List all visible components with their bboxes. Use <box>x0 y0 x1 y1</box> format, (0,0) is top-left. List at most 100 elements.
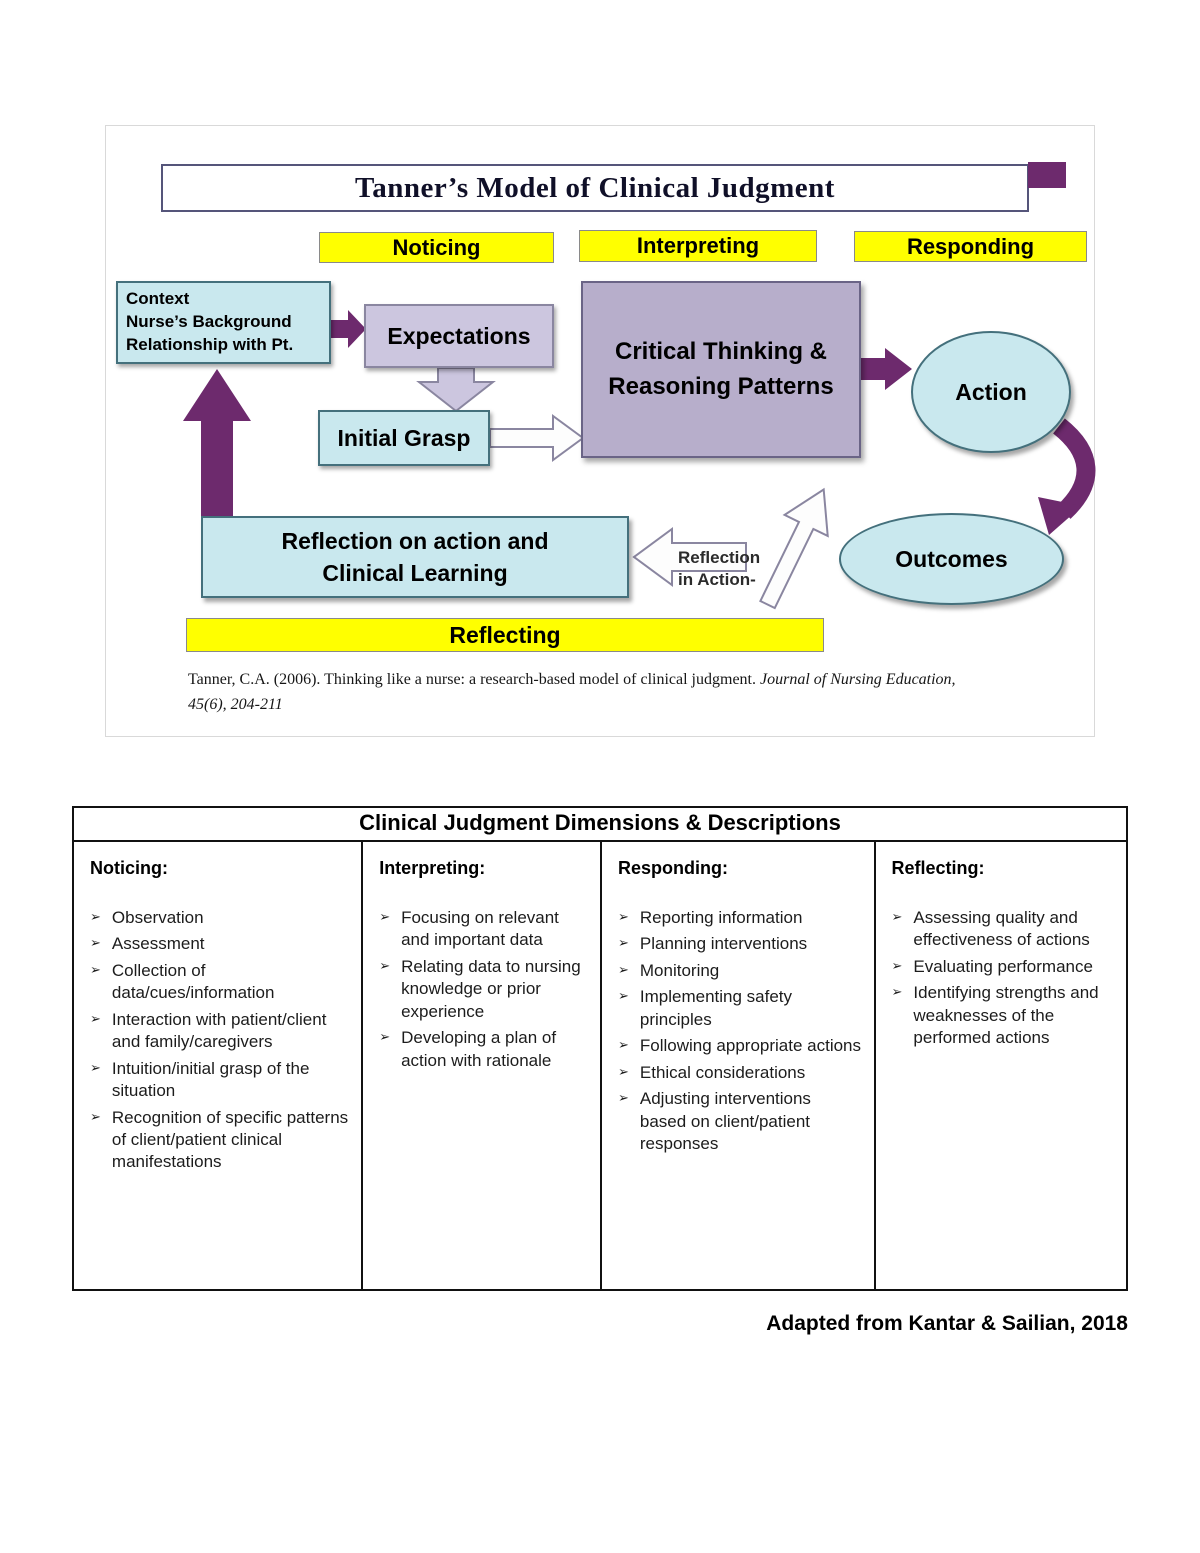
arrow-bullet-icon: ➢ <box>379 910 391 925</box>
arrow-to-reflection-box-icon <box>632 527 747 587</box>
bullet-text: Assessment <box>111 934 205 954</box>
bullet-item: ➢ Implementing safety principles <box>618 986 862 1031</box>
arrow-layer <box>183 310 1096 610</box>
bullet-item: ➢ Ethical considerations <box>618 1062 862 1084</box>
phase-label-interpreting: Interpreting <box>579 230 817 262</box>
column-header-noticing: Noticing: <box>90 858 168 878</box>
context-node: Context Nurse’s Background Relationship … <box>116 281 331 364</box>
bullet-item: ➢ Identifying strengths and weaknesses of… <box>892 982 1114 1049</box>
bullet-text: Collection of data/cues/information <box>111 960 275 1003</box>
bullet-text: Focusing on relevant and important data <box>401 908 559 950</box>
bullet-item: ➢ Focusing on relevant and important data <box>379 907 588 952</box>
bullet-text: Planning interventions <box>639 934 808 954</box>
arrow-bullet-icon: ➢ <box>891 985 903 1001</box>
bullet-text: Recognition of specific patterns of clie… <box>111 1107 349 1172</box>
table-column-reflecting: Reflecting: ➢ Assessing quality and effec… <box>873 842 1126 1289</box>
bullet-item: ➢Adjusting interventions based on client… <box>618 1088 862 1155</box>
arrow-bullet-icon: ➢ <box>90 1060 101 1076</box>
bullet-text: Intuition/initial grasp of the situation <box>111 1058 310 1101</box>
table-column-interpreting: Interpreting: ➢ Focusing on relevant and … <box>361 842 600 1289</box>
critical-thinking-node: Critical Thinking & Reasoning Patterns <box>581 281 861 458</box>
arrow-bullet-icon: ➢ <box>379 1030 391 1046</box>
arrow-bullet-icon: ➢ <box>90 1109 101 1125</box>
column-items-responding: ➢ Reporting information ➢ Planning interven… <box>618 907 862 1155</box>
bullet-text: Developing a plan of action with rationa… <box>401 1028 557 1070</box>
expectations-node: Expectations <box>364 304 554 368</box>
arrow-bullet-icon: ➢ <box>617 1038 629 1054</box>
bullet-text: Monitoring <box>639 960 720 980</box>
bullet-text: Implementing safety principles <box>639 987 793 1029</box>
bullet-item: ➢ Following appropriate actions <box>618 1035 862 1057</box>
arrow-bullet-icon: ➢ <box>891 910 903 925</box>
column-items-interpreting: ➢ Focusing on relevant and important data… <box>379 907 588 1072</box>
arrow-bullet-icon: ➢ <box>90 962 101 978</box>
column-items-noticing: ➢ Observation ➢ Assessment ➢ Collection of da… <box>90 907 349 1174</box>
citation-journal-text: Journal of Nursing Education, 45(6), 204… <box>188 671 956 713</box>
arrow-action-to-outcomes-head-icon <box>1038 497 1082 535</box>
arrow-bullet-icon: ➢ <box>891 958 903 974</box>
figure-citation: Tanner, C.A. (2006). Thinking like a nur… <box>188 668 983 718</box>
arrow-bullet-icon: ➢ <box>90 1011 101 1027</box>
arrow-bullet-icon: ➢ <box>617 989 629 1005</box>
figure-title: Tanner’s Model of Clinical Judgment <box>161 164 1029 212</box>
table-title: Clinical Judgment Dimensions & Descripti… <box>74 808 1126 842</box>
outcomes-node: Outcomes <box>839 513 1064 605</box>
bullet-text: Assessing quality and effectiveness of a… <box>913 908 1090 950</box>
column-header-interpreting: Interpreting: <box>379 858 486 878</box>
bullet-text: Following appropriate actions <box>639 1036 862 1056</box>
bullet-text: Evaluating performance <box>913 956 1093 976</box>
arrow-bullet-icon: ➢ <box>617 936 629 952</box>
bullet-item: ➢ Collection of data/cues/information <box>90 960 349 1005</box>
decorative-square-icon <box>1028 162 1066 188</box>
reflecting-label: Reflecting <box>186 618 824 652</box>
table-column-responding: Responding: ➢ Reporting information ➢ Plann… <box>599 842 874 1289</box>
arrow-action-to-outcomes-icon <box>1052 418 1096 519</box>
table-column-noticing: Noticing: ➢ Observation ➢ Assessment ➢ Collec… <box>74 842 361 1289</box>
arrow-bullet-icon: ➢ <box>617 962 629 978</box>
initial-grasp-node: Initial Grasp <box>318 410 490 466</box>
reflection-on-action-node: Reflection on action and Clinical Learni… <box>201 516 629 598</box>
dimensions-table: Clinical Judgment Dimensions & Descripti… <box>72 806 1128 1291</box>
arrow-reflection-in-action-icon <box>759 487 829 610</box>
citation-text: Tanner, C.A. (2006). Thinking like a nur… <box>188 671 760 688</box>
bullet-text: Observation <box>111 908 204 927</box>
arrow-bullet-icon: ➢ <box>379 958 391 974</box>
arrow-bullet-icon: ➢ <box>90 936 101 952</box>
reflection-in-action-label: Reflection in Action- <box>678 548 761 590</box>
bullet-item: ➢ Observation <box>90 907 349 929</box>
phase-label-responding: Responding <box>854 231 1087 262</box>
bullet-text: Adjusting interventions based on client/… <box>639 1089 811 1153</box>
table-columns: Noticing: ➢ Observation ➢ Assessment ➢ Collec… <box>74 842 1126 1289</box>
column-header-responding: Responding: <box>617 858 728 878</box>
arrow-initial-grasp-to-critical-thinking-icon <box>489 414 585 462</box>
arrow-expectations-to-initial-grasp-icon <box>416 367 496 413</box>
bullet-text: Reporting information <box>639 908 803 927</box>
bullet-item: ➢ Assessment <box>90 933 349 955</box>
figure-title-text: Tanner’s Model of Clinical Judgment <box>355 171 835 204</box>
arrow-critical-thinking-to-action-icon <box>861 348 912 390</box>
bullet-text: Interaction with patient/client and fami… <box>111 1009 327 1052</box>
arrow-bullet-icon: ➢ <box>90 910 101 925</box>
bullet-item: ➢ Interaction with patient/client and fam… <box>90 1009 349 1054</box>
column-items-reflecting: ➢ Assessing quality and effectiveness of … <box>892 907 1114 1050</box>
arrow-reflection-to-context-icon <box>183 369 251 518</box>
bullet-text: Relating data to nursing knowledge or pr… <box>401 956 581 1021</box>
phase-label-noticing: Noticing <box>319 232 554 263</box>
bullet-item: ➢ Evaluating performance <box>892 956 1114 978</box>
bullet-item: ➢ Recognition of specific patterns of cli… <box>90 1107 349 1174</box>
bullet-text: Ethical considerations <box>639 1062 806 1082</box>
arrow-bullet-icon: ➢ <box>617 910 629 925</box>
attribution-text: Adapted from Kantar & Sailian, 2018 <box>766 1312 1128 1335</box>
column-header-reflecting: Reflecting: <box>891 858 985 878</box>
bullet-item: ➢ Relating data to nursing knowledge or p… <box>379 956 588 1023</box>
bullet-item: ➢ Developing a plan of action with ration… <box>379 1027 588 1072</box>
action-node: Action <box>911 331 1071 453</box>
bullet-item: ➢ Assessing quality and effectiveness of … <box>892 907 1114 952</box>
bullet-item: ➢ Intuition/initial grasp of the situatio… <box>90 1058 349 1103</box>
arrow-bullet-icon: ➢ <box>617 1064 629 1080</box>
bullet-text: Identifying strengths and weaknesses of … <box>913 983 1099 1048</box>
arrow-context-to-expectations-icon <box>331 310 366 348</box>
bullet-item: ➢ Planning interventions <box>618 933 862 955</box>
bullet-item: ➢ Monitoring <box>618 960 862 982</box>
